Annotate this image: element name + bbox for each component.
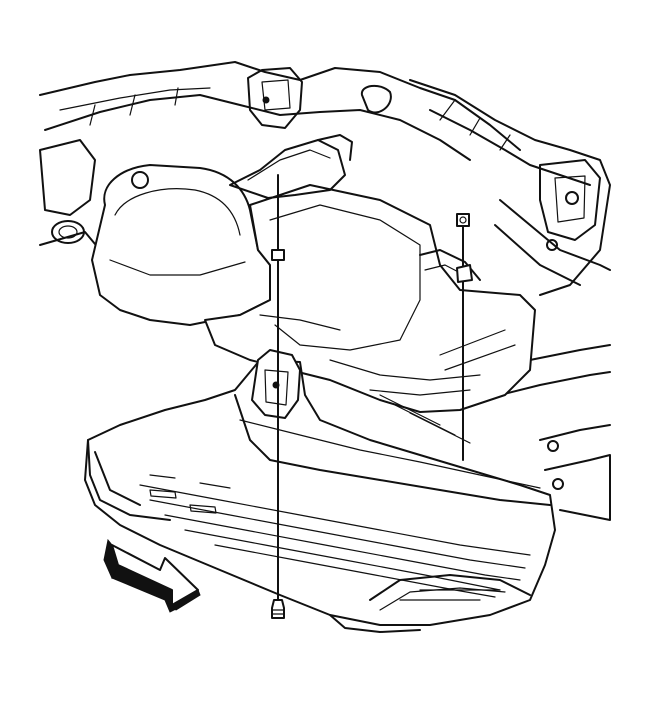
arrow-icon [103, 538, 201, 613]
mounting-bolt-rear [456, 213, 473, 461]
vehicle-frame [39, 61, 611, 521]
direction-arrow [103, 538, 201, 613]
fuel-tank-shield [84, 349, 556, 633]
fuel-tank [91, 134, 536, 444]
mounting-bolt-front [271, 174, 285, 619]
bolt-icon [271, 599, 285, 619]
bolt-icon [456, 213, 470, 227]
